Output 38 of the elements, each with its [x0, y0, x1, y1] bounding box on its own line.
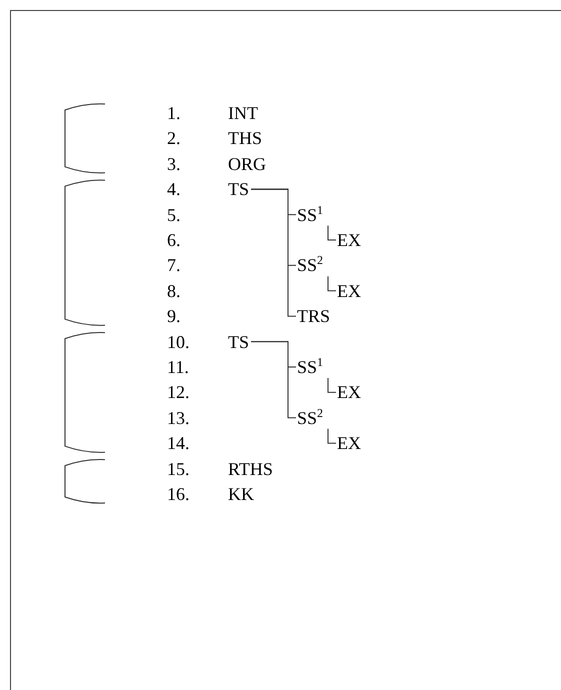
item-number: 10. [167, 332, 190, 352]
outline-item: EX [337, 230, 361, 250]
item-number: 11. [167, 357, 189, 377]
item-number: 14. [167, 433, 190, 454]
outline-item: KK [228, 484, 254, 504]
outline-item: EX [337, 433, 361, 454]
outline-item: TS [228, 332, 250, 352]
item-number: 8. [167, 280, 180, 301]
tree-connector [328, 428, 336, 444]
item-number: 2. [167, 128, 180, 148]
item-number: 3. [167, 154, 180, 174]
item-number: 16. [167, 484, 190, 504]
item-number: 7. [167, 255, 180, 276]
outline-item: RTHS [228, 458, 273, 479]
outline-item: SS$^{1}$ [297, 204, 324, 225]
outline-item: SS$^{1}$ [297, 357, 324, 377]
tree-connector [250, 188, 296, 317]
item-number: 1. [167, 103, 180, 123]
outline-item: ORG [228, 154, 266, 174]
item-number: 4. [167, 179, 180, 200]
item-number: 5. [167, 204, 180, 225]
tree-connector [328, 276, 336, 292]
outline-item: EX [337, 382, 361, 402]
item-number: 6. [167, 230, 180, 250]
outline-item: SS$^{2}$ [297, 255, 324, 276]
tree-connector [250, 341, 296, 418]
item-number: 15. [167, 458, 190, 479]
tree-connector [328, 225, 336, 240]
item-number: 9. [167, 306, 180, 326]
outline-item: TRS [297, 306, 330, 326]
item-number: 12. [167, 382, 190, 402]
tree-connector [328, 378, 336, 393]
outline-item: THS [228, 128, 262, 148]
item-number: 13. [167, 408, 190, 428]
outline-item: EX [337, 280, 361, 301]
outline-item: INT [228, 103, 258, 123]
outline-item: TS [228, 179, 250, 200]
outline-item: SS$^{2}$ [297, 408, 324, 428]
